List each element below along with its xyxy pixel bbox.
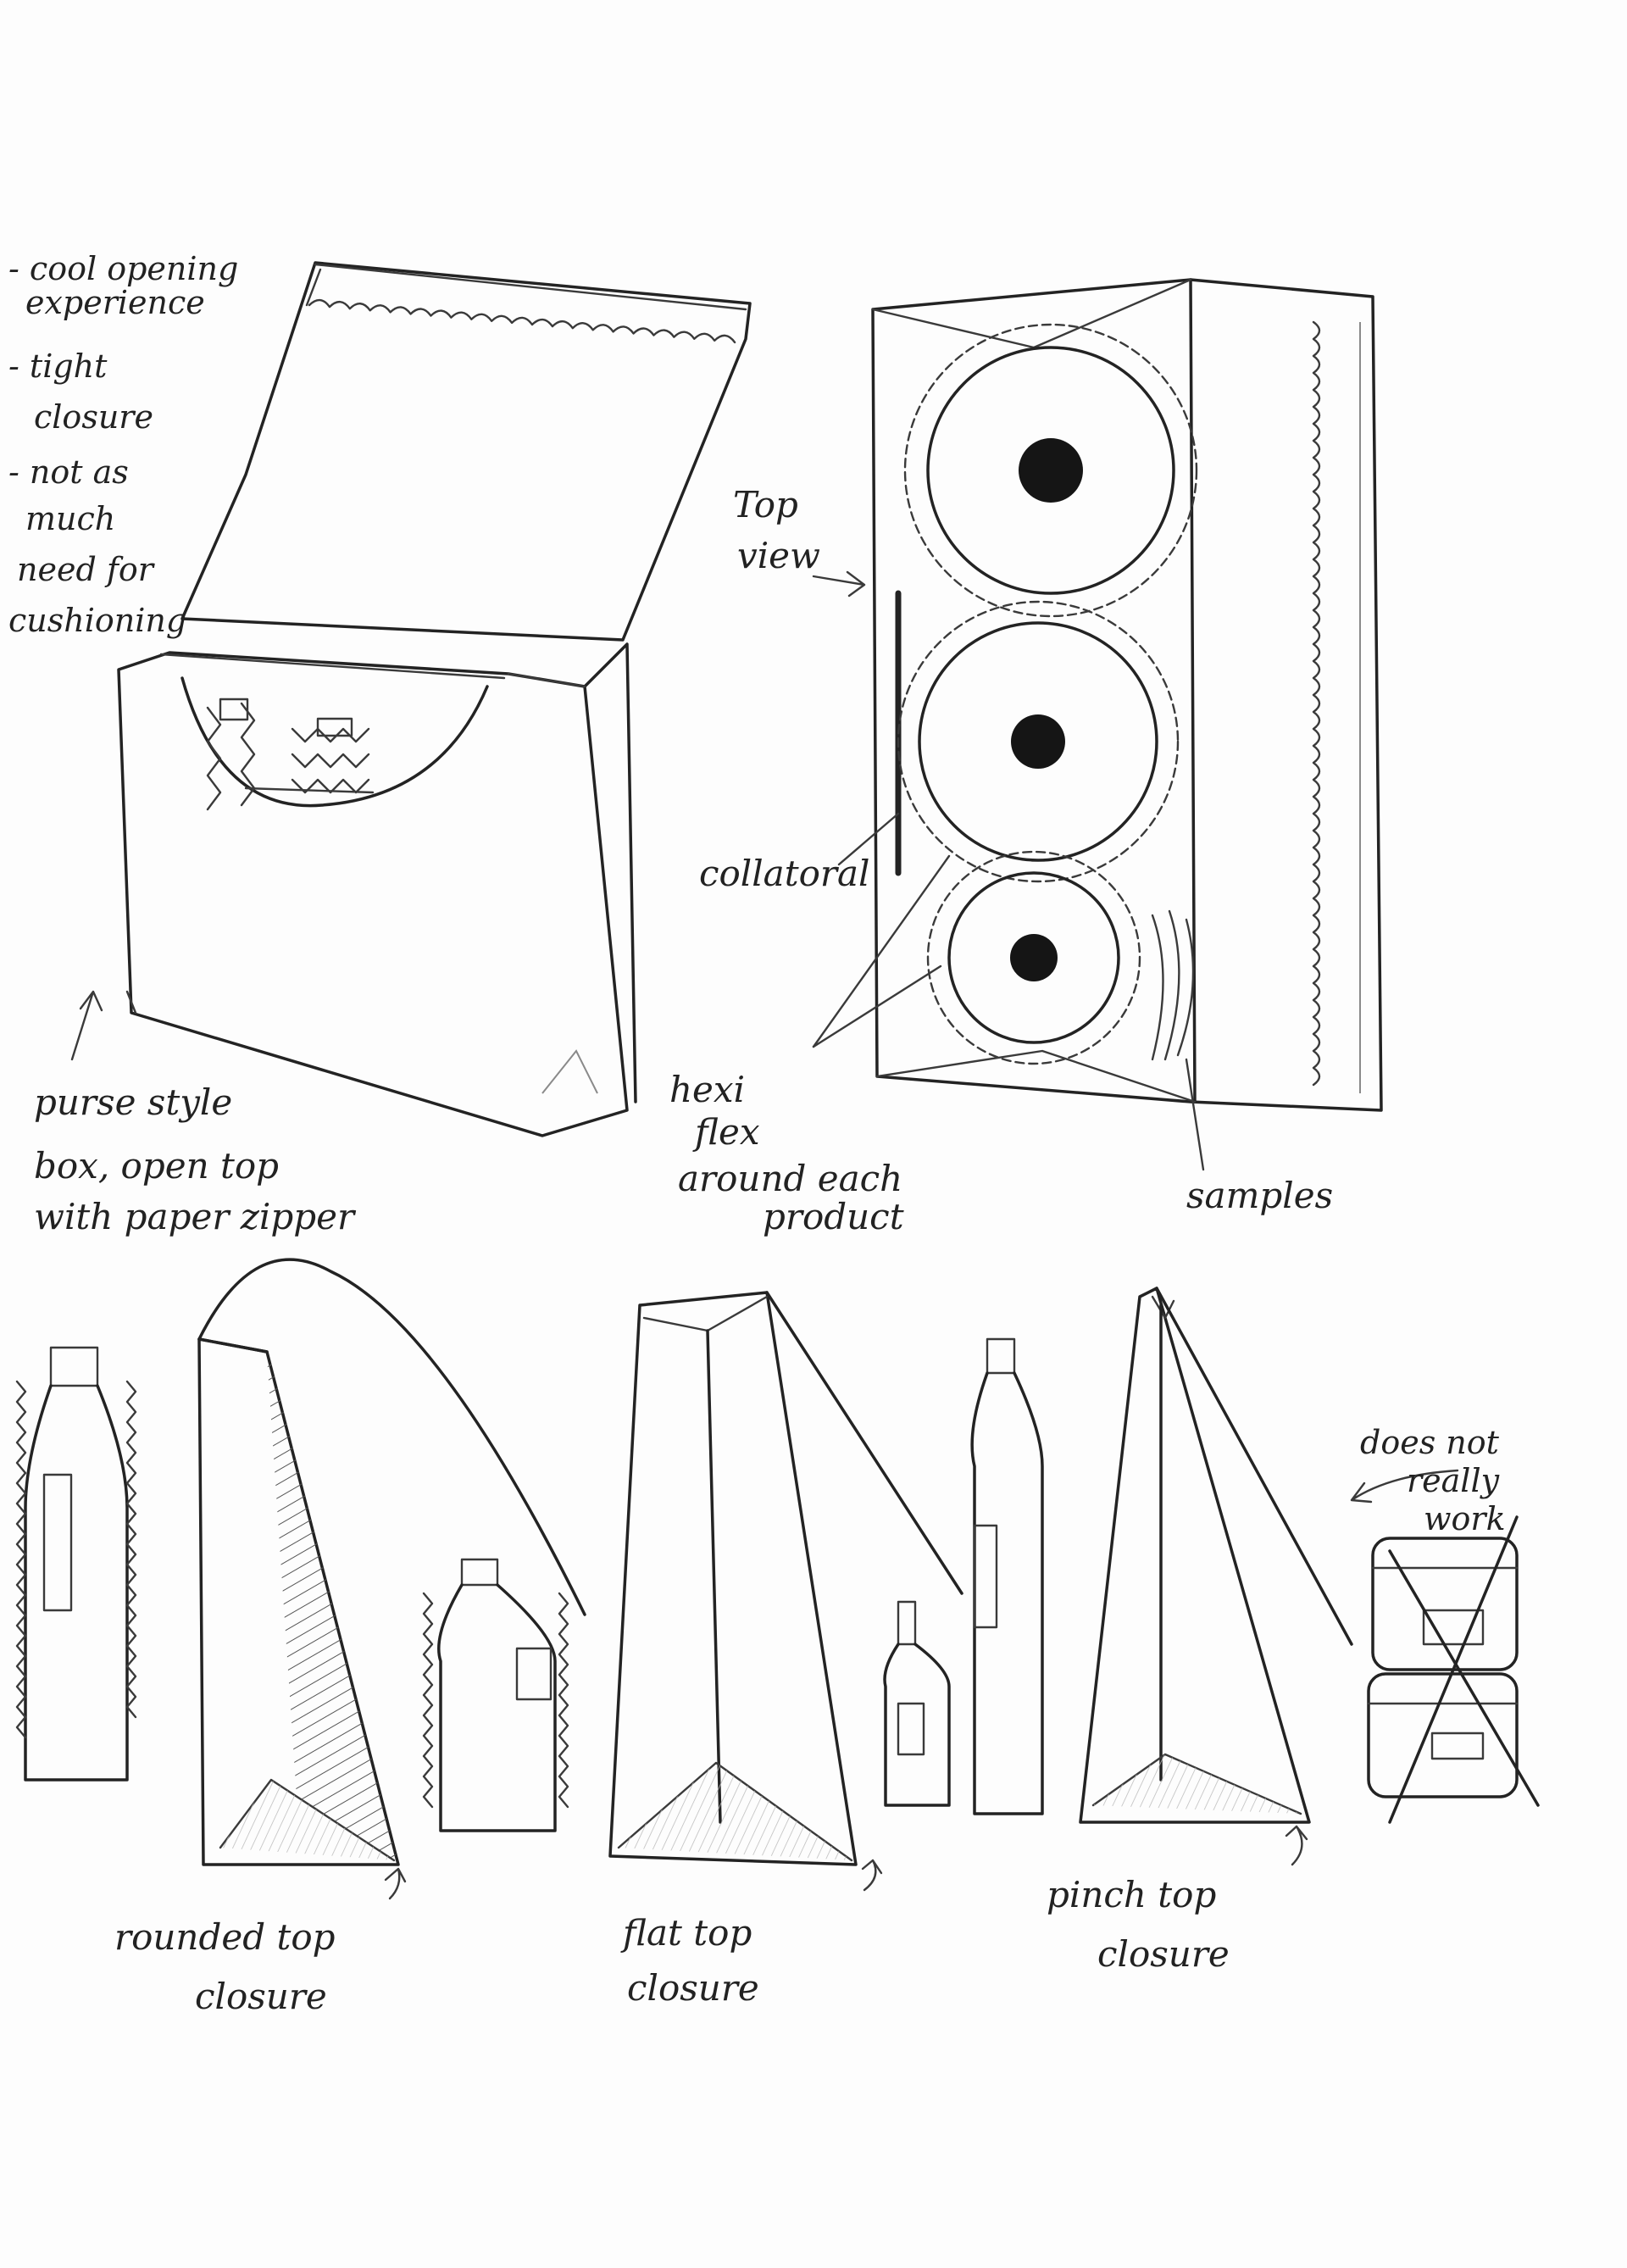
hexi-flex-line-4: product — [763, 1196, 904, 1237]
top-view-product-1 — [903, 323, 1198, 618]
purse-box-line-3: with paper zipper — [34, 1196, 357, 1237]
collateral-label: collatoral — [699, 853, 869, 894]
box-features-line-1: - cool opening — [8, 250, 238, 287]
flat-top-closure-sketch — [608, 1291, 1044, 1892]
does-not-work-line-1: does not — [1360, 1424, 1500, 1461]
box-features-note: - cool opening experience - tight closur… — [8, 250, 238, 639]
rounded-top-closure-sketch — [15, 1258, 586, 1900]
pinch-top-line-1: pinch top — [1047, 1874, 1216, 1915]
top-view-label-line-1: Top — [733, 484, 798, 525]
hexi-flex-line-3: around each — [678, 1158, 902, 1199]
does-not-work-note: does not really work — [1360, 1424, 1506, 1537]
rounded-top-line-1: rounded top — [114, 1916, 336, 1958]
pinch-top-label: pinch top closure — [1047, 1874, 1230, 1975]
box-features-line-2: experience — [25, 284, 205, 321]
box-features-line-4: closure — [34, 398, 153, 436]
stacked-jars-crossed-out — [1367, 1515, 1540, 1824]
flat-top-line-1: flat top — [620, 1912, 752, 1954]
top-view-product-3 — [926, 850, 1141, 1065]
top-view-label-line-2: view — [737, 535, 820, 576]
samples-label: samples — [1186, 1175, 1333, 1216]
flat-top-label: flat top closure — [620, 1912, 759, 2009]
does-not-work-line-3: work — [1424, 1500, 1506, 1537]
hexi-flex-label: hexi flex around each product — [669, 1069, 904, 1237]
purse-box-line-2: box, open top — [34, 1145, 279, 1187]
does-not-work-line-2: really — [1407, 1462, 1500, 1499]
rounded-top-line-2: closure — [195, 1976, 327, 2017]
pinch-top-closure-sketch — [1079, 1287, 1540, 1866]
box-features-line-3: - tight — [8, 347, 108, 385]
box-features-line-8: cushioning — [8, 602, 186, 639]
flat-top-line-2: closure — [627, 1967, 759, 2009]
top-view-product-2 — [897, 600, 1180, 883]
purse-box-line-1: purse style — [34, 1081, 232, 1123]
purse-box-label: purse style box, open top with paper zip… — [34, 1081, 357, 1237]
top-view-sketch — [812, 278, 1383, 1171]
hexi-flex-line-1: hexi — [669, 1069, 745, 1110]
rounded-top-label: rounded top closure — [114, 1916, 336, 2017]
box-features-line-5: - not as — [8, 453, 129, 491]
box-features-line-6: much — [25, 500, 115, 537]
hexi-flex-line-2: flex — [692, 1111, 760, 1153]
purse-style-box-sketch — [70, 261, 752, 1137]
pinch-top-line-2: closure — [1097, 1933, 1230, 1975]
box-features-line-7: need for — [17, 551, 156, 588]
top-view-label: Top view — [733, 484, 820, 576]
